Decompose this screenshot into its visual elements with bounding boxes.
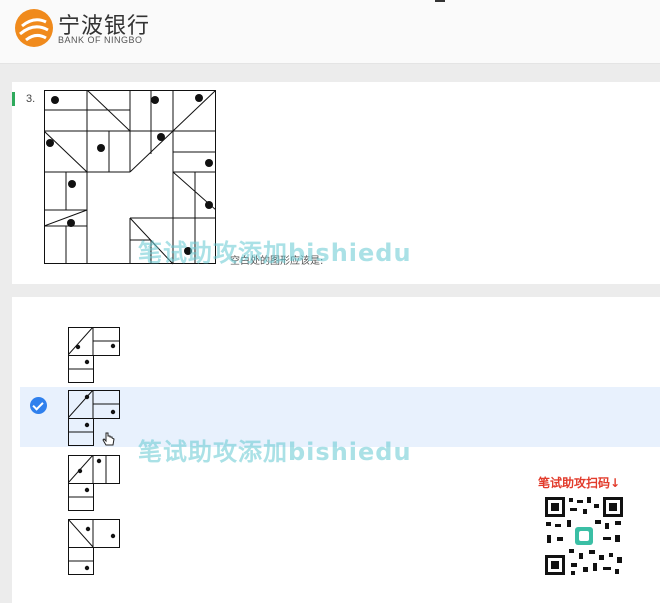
- option-b[interactable]: [20, 387, 660, 447]
- question-number: 3.: [26, 93, 36, 105]
- option-c[interactable]: [20, 453, 660, 513]
- qr-code-icon: [543, 495, 625, 577]
- option-c-figure: [68, 455, 120, 511]
- question-marker: [12, 92, 15, 106]
- hand-cursor-icon: [102, 432, 115, 446]
- brand-name-en: BANK OF NINGBO: [58, 35, 143, 45]
- watermark-bottom: 笔试助攻添加bishiedu: [138, 438, 412, 466]
- question-figure: [44, 90, 216, 265]
- app-header: 宁波银行 BANK OF NINGBO: [0, 0, 660, 64]
- question-card: 3.: [12, 82, 660, 284]
- header-mark: [435, 0, 445, 2]
- option-a-figure: [68, 327, 120, 383]
- selected-check-icon: [30, 397, 47, 414]
- bank-logo-icon: [15, 9, 53, 47]
- option-d[interactable]: [20, 517, 660, 577]
- brand-name: 宁波银行: [58, 14, 151, 39]
- qr-label: 笔试助攻扫码↓: [538, 476, 621, 490]
- question-prompt: 空白处的图形应该是:: [230, 256, 324, 267]
- watermark-top: 笔试助攻添加bishiedu: [138, 239, 412, 267]
- option-b-figure: [68, 390, 120, 446]
- option-a[interactable]: [20, 321, 660, 383]
- option-d-figure: [68, 519, 120, 575]
- options-card: [12, 297, 660, 603]
